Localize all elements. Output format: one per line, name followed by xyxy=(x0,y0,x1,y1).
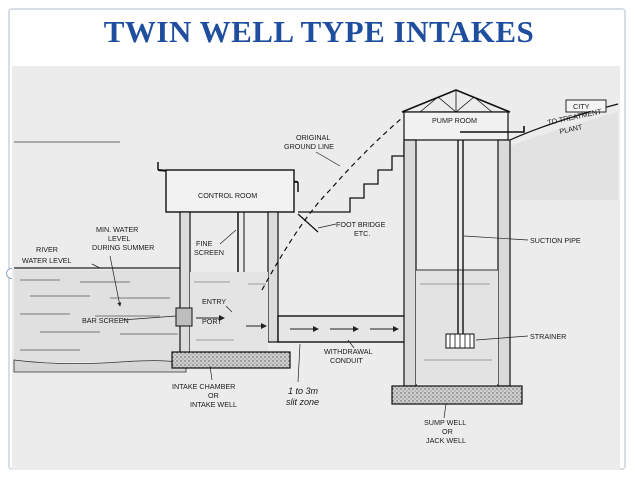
label-bar-screen: BAR SCREEN xyxy=(82,316,129,325)
label-strainer: STRAINER xyxy=(530,332,566,341)
label-etc: ETC. xyxy=(354,229,370,238)
label-during-summer: DURING SUMMER xyxy=(92,243,154,252)
intake-well xyxy=(157,162,299,369)
label-intake-chamber: INTAKE CHAMBER xyxy=(172,382,235,391)
label-level: LEVEL xyxy=(108,234,130,243)
label-sump-well: SUMP WELL xyxy=(424,418,466,427)
label-port: PORT xyxy=(202,317,222,326)
label-river: RIVER xyxy=(36,245,58,254)
label-entry: ENTRY xyxy=(202,297,226,306)
water-ripples xyxy=(20,279,178,351)
label-jack-well: JACK WELL xyxy=(426,436,466,445)
label-or-2: OR xyxy=(442,427,453,436)
label-suction-pipe: SUCTION PIPE xyxy=(530,236,581,245)
label-or-1: OR xyxy=(208,391,219,400)
label-city: CITY xyxy=(573,102,590,111)
label-withdrawal: WITHDRAWAL xyxy=(324,347,373,356)
slide-title: TWIN WELL TYPE INTAKES xyxy=(103,14,535,49)
label-min-water: MIN. WATER xyxy=(96,225,138,234)
city-box xyxy=(565,99,607,113)
label-foot-bridge: FOOT BRIDGE xyxy=(336,220,386,229)
leader-lines xyxy=(91,151,529,419)
label-fine: FINE xyxy=(196,239,213,248)
jack-well xyxy=(391,89,525,405)
label-ground-line: GROUND LINE xyxy=(284,142,334,151)
label-conduit: CONDUIT xyxy=(330,356,363,365)
label-pump-room: PUMP ROOM xyxy=(432,116,477,125)
label-silt-range: 1 to 3m xyxy=(288,386,319,396)
label-original: ORIGINAL xyxy=(296,133,330,142)
label-silt-zone: slit zone xyxy=(286,397,319,407)
label-control-room: CONTROL ROOM xyxy=(198,191,257,200)
ground-and-footbridge xyxy=(261,103,619,291)
label-intake-well: INTAKE WELL xyxy=(190,400,237,409)
label-water-level: WATER LEVEL xyxy=(22,256,72,265)
label-screen: SCREEN xyxy=(194,248,224,257)
